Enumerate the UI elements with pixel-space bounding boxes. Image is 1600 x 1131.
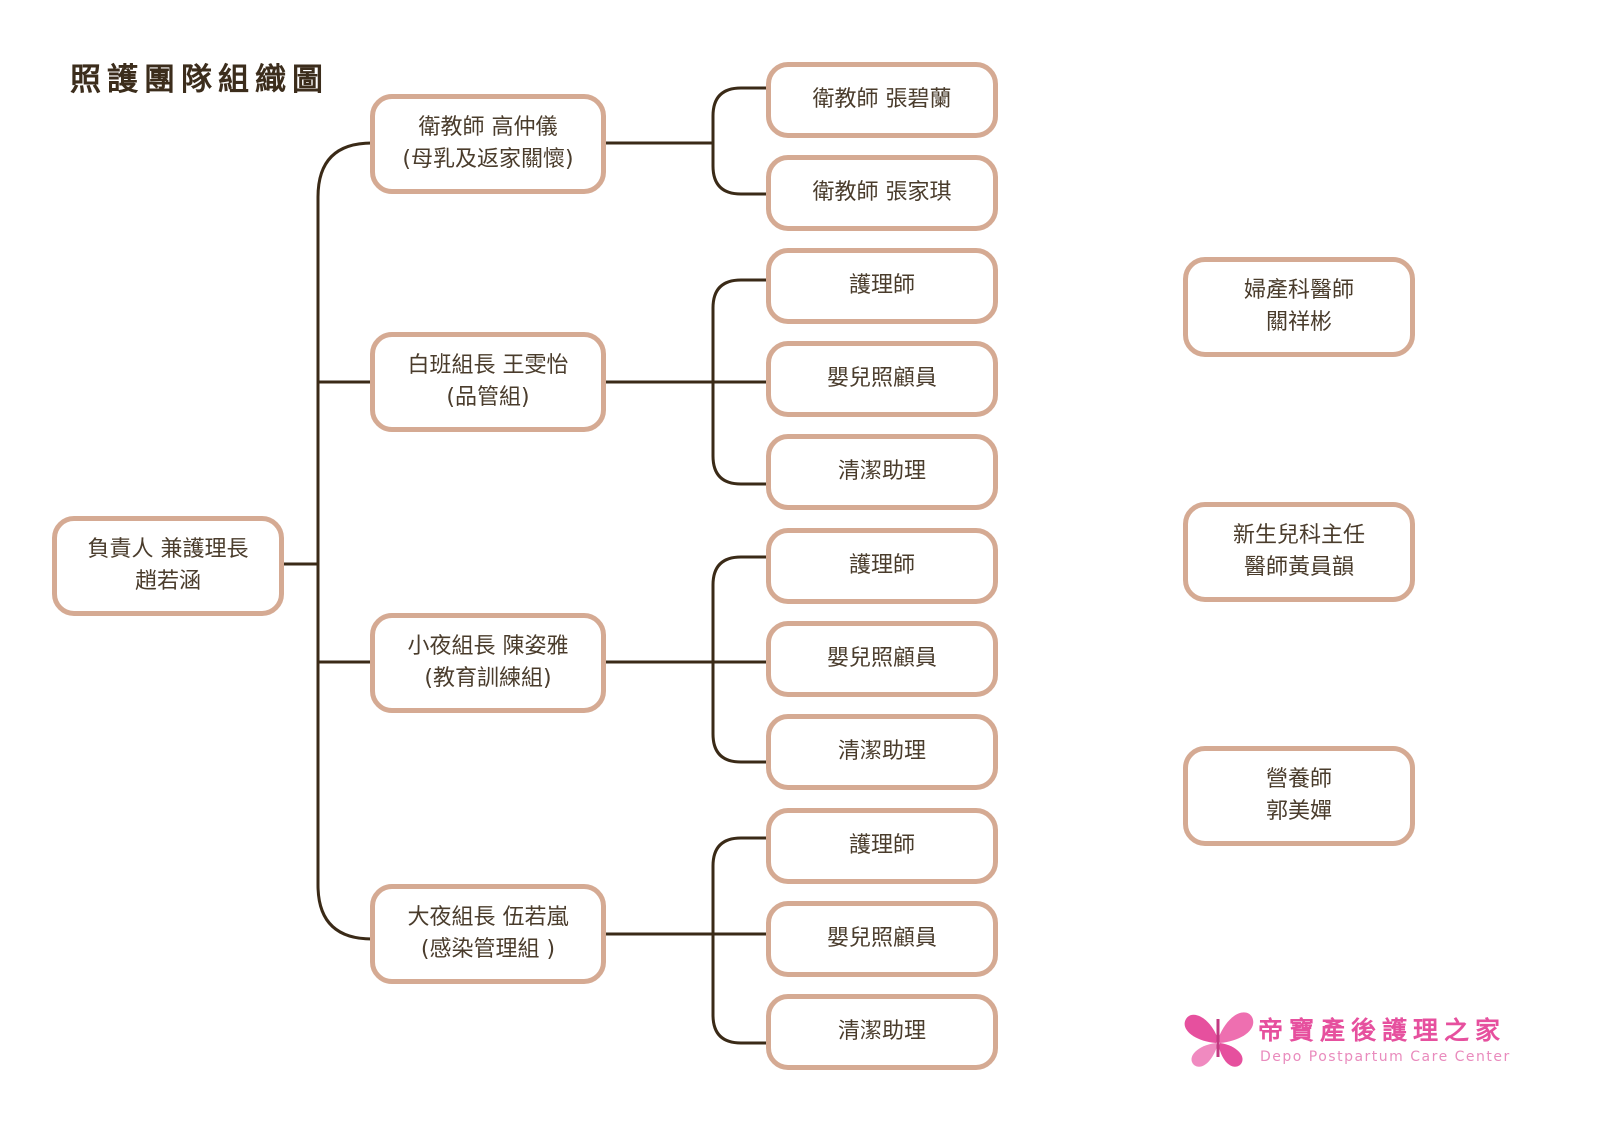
group3-leader-title: 小夜組長 陳姿雅 [407,634,569,659]
connector-group2-bracket [711,278,768,486]
connector-group3-bracket [711,555,768,764]
head-nurse-title: 負責人 兼護理長 [87,537,249,562]
logo-name-en: Depo Postpartum Care Center [1260,1049,1511,1065]
group2-staff-box: 嬰兒照顧員 [766,341,998,417]
group3-staff-box: 清潔助理 [766,714,998,790]
group1-leader-role: (母乳及返家關懷) [402,147,574,172]
page-title: 照護團隊組織圖 [70,62,329,98]
group4-staff-box: 護理師 [766,808,998,884]
connector-group1-bracket [711,86,768,196]
physician-box-obgyn: 婦產科醫師 關祥彬 [1183,257,1415,357]
group1-leader-title: 衛教師 高仲儀 [418,115,558,140]
staff-label: 護理師 [848,553,915,578]
logo-name-zh: 帝寶產後護理之家 [1258,1016,1507,1045]
group1-leader-box: 衛教師 高仲儀 (母乳及返家關懷) [370,94,606,194]
connector-group4-bracket [711,836,768,1045]
butterfly-icon [1184,1012,1254,1067]
physician-name: 醫師黃員韻 [1243,555,1354,580]
physician-name: 郭美嬋 [1265,799,1332,824]
group4-leader-role: (感染管理組 ) [420,937,556,962]
staff-label: 清潔助理 [837,1019,926,1044]
group4-leader-title: 大夜組長 伍若嵐 [407,905,569,930]
staff-label: 衛教師 張碧蘭 [812,87,952,112]
group4-staff-box: 清潔助理 [766,994,998,1070]
staff-label: 衛教師 張家琪 [812,180,952,205]
physician-box-neonatal: 新生兒科主任 醫師黃員韻 [1183,502,1415,602]
group2-staff-box: 清潔助理 [766,434,998,510]
connector-main-trunk [316,141,373,941]
staff-label: 清潔助理 [837,459,926,484]
physician-title: 婦產科醫師 [1243,278,1354,303]
staff-label: 嬰兒照顧員 [826,646,937,671]
staff-label: 嬰兒照顧員 [826,366,937,391]
staff-label: 嬰兒照顧員 [826,926,937,951]
group3-staff-box: 護理師 [766,528,998,604]
group2-leader-box: 白班組長 王雯怡 (品管組) [370,332,606,432]
physician-title: 新生兒科主任 [1232,523,1365,548]
group4-leader-box: 大夜組長 伍若嵐 (感染管理組 ) [370,884,606,984]
physician-name: 關祥彬 [1265,310,1332,335]
head-nurse-name: 趙若涵 [134,569,201,594]
group4-staff-box: 嬰兒照顧員 [766,901,998,977]
group2-leader-role: (品管組) [446,385,530,410]
physician-box-dietitian: 營養師 郭美嬋 [1183,746,1415,846]
group3-leader-role: (教育訓練組) [424,666,552,691]
group2-staff-box: 護理師 [766,248,998,324]
group1-staff-box: 衛教師 張碧蘭 [766,62,998,138]
physician-title: 營養師 [1265,767,1332,792]
group2-leader-title: 白班組長 王雯怡 [407,353,569,378]
head-nurse-box: 負責人 兼護理長 趙若涵 [52,516,284,616]
group3-staff-box: 嬰兒照顧員 [766,621,998,697]
staff-label: 護理師 [848,273,915,298]
group3-leader-box: 小夜組長 陳姿雅 (教育訓練組) [370,613,606,713]
staff-label: 護理師 [848,833,915,858]
brand-logo: 帝寶產後護理之家 Depo Postpartum Care Center [1180,1005,1520,1080]
staff-label: 清潔助理 [837,739,926,764]
group1-staff-box: 衛教師 張家琪 [766,155,998,231]
